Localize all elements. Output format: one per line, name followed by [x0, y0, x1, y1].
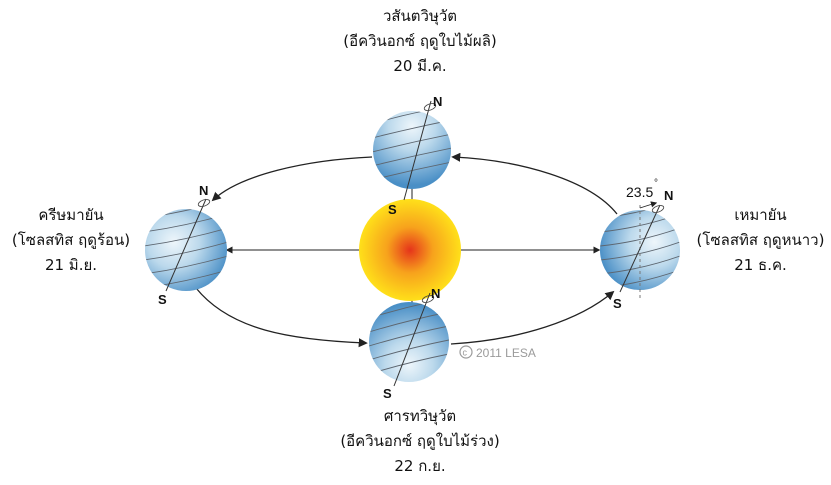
label-september-equinox-subtitle: (อีควินอกซ์ ฤดูใบไม้ร่วง) [340, 432, 500, 450]
earth-december-solstice [600, 201, 680, 300]
label-march-equinox-title: วสันตวิษุวัต [382, 7, 458, 25]
north-pole-label-right: N [664, 188, 673, 203]
earth-september-equinox [369, 292, 449, 387]
earth-june-solstice [145, 198, 227, 292]
label-june-solstice-date: 21 มิ.ย. [44, 256, 98, 274]
label-september-equinox-title: ศารทวิษุวัต [383, 407, 457, 425]
south-pole-label-top: S [388, 202, 397, 217]
copyright-notice: c 2011 LESA [459, 345, 536, 360]
label-september-equinox-date: 22 ก.ย. [394, 457, 446, 475]
label-march-equinox: วสันตวิษุวัต (อีควินอกซ์ ฤดูใบไม้ผลิ) 20… [300, 4, 540, 79]
south-pole-label-bottom: S [383, 386, 392, 401]
tilt-degree-mark: ° [654, 178, 658, 189]
north-pole-label-bottom: N [431, 286, 440, 301]
label-march-equinox-date: 20 มี.ค. [393, 57, 447, 75]
label-december-solstice-date: 21 ธ.ค. [734, 256, 787, 274]
label-december-solstice: เหมายัน (โซลสทิส ฤดูหนาว) 21 ธ.ค. [690, 203, 831, 278]
north-pole-label-top: N [433, 94, 442, 109]
label-december-solstice-subtitle: (โซลสทิส ฤดูหนาว) [696, 231, 825, 249]
copyright-text: 2011 LESA [476, 346, 536, 360]
north-pole-label-left: N [199, 183, 208, 198]
south-pole-label-right: S [613, 296, 622, 311]
label-march-equinox-subtitle: (อีควินอกซ์ ฤดูใบไม้ผลิ) [343, 32, 497, 50]
tilt-angle-label: 23.5 [626, 184, 653, 200]
earth-march-equinox [373, 100, 451, 201]
orbit-arc-bottom-left [195, 287, 368, 348]
copyright-symbol: c [463, 348, 468, 358]
label-december-solstice-title: เหมายัน [734, 206, 787, 224]
label-june-solstice-subtitle: (โซลสทิส ฤดูร้อน) [11, 231, 131, 249]
orbit-arc-top-right [451, 152, 618, 215]
orbit-arc-bottom-right [450, 290, 615, 345]
label-june-solstice-title: ครีษมายัน [38, 206, 104, 224]
south-pole-label-left: S [158, 292, 167, 307]
label-june-solstice: ครีษมายัน (โซลสทิส ฤดูร้อน) 21 มิ.ย. [0, 203, 142, 278]
orbit-arc-top-left [211, 156, 373, 202]
sun [359, 199, 461, 301]
label-september-equinox: ศารทวิษุวัต (อีควินอกซ์ ฤดูใบไม้ร่วง) 22… [300, 404, 540, 479]
